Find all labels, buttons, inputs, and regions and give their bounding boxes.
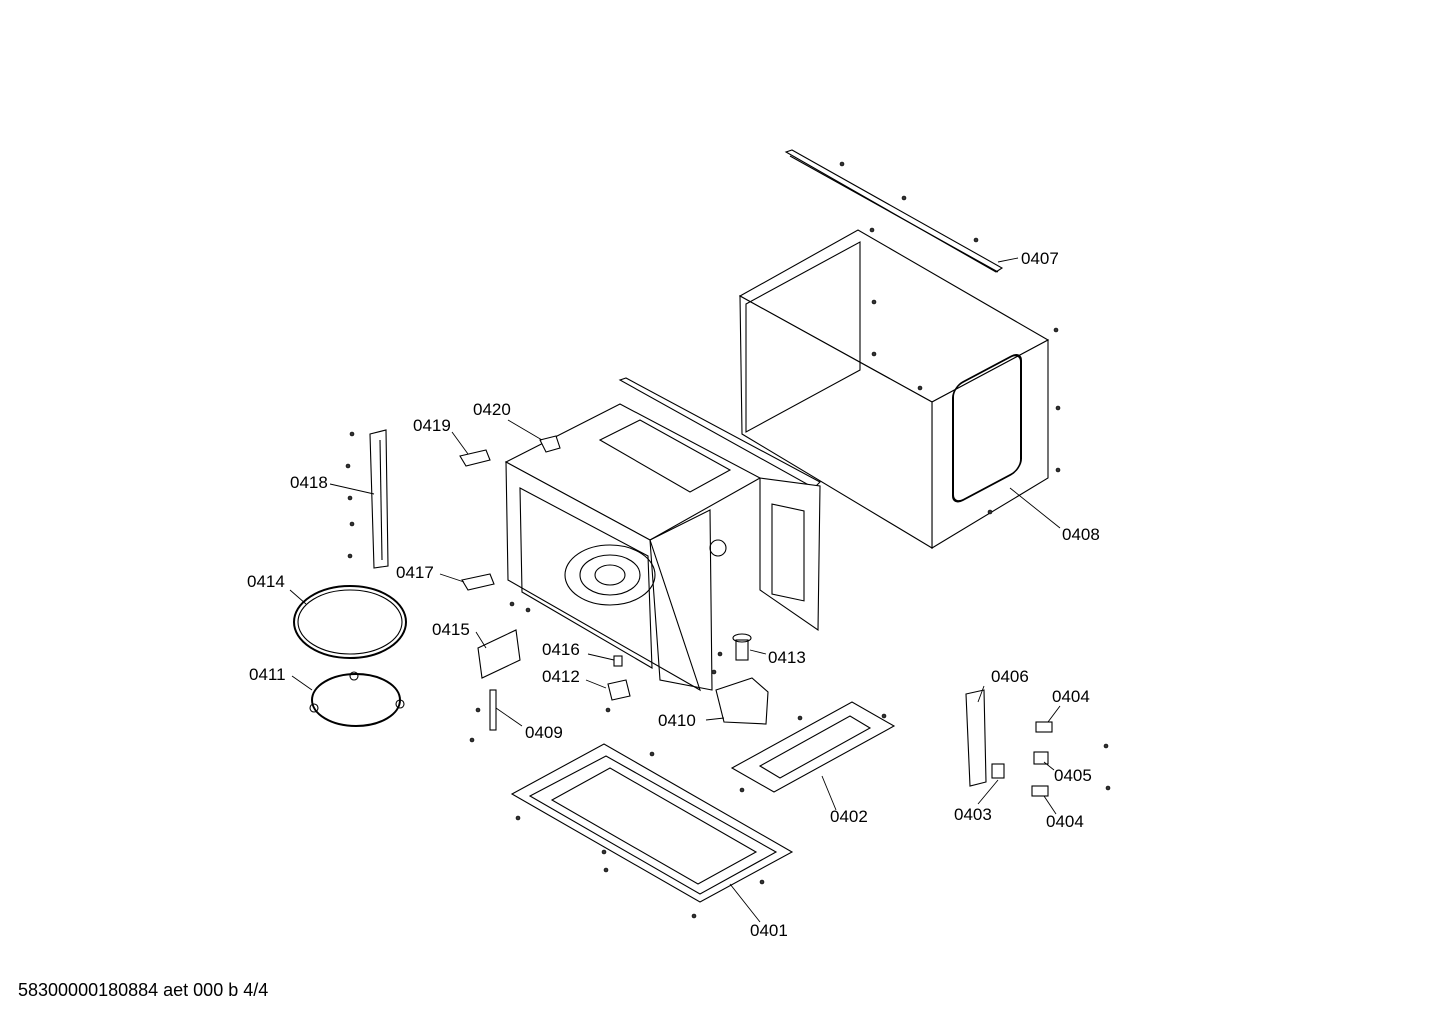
part-0404-switch-bottom <box>1031 785 1057 815</box>
part-0404-switch-top <box>1035 705 1061 733</box>
part-0408-cabinet <box>738 229 1061 549</box>
part-0403-switch <box>977 763 1005 805</box>
label-0408: 0408 <box>1062 525 1100 544</box>
part-0406-holder <box>965 685 987 787</box>
label-0417: 0417 <box>396 563 434 582</box>
part-0419-clip <box>451 431 491 467</box>
label-0403: 0403 <box>954 805 992 824</box>
label-0418: 0418 <box>290 473 328 492</box>
label-0402: 0402 <box>830 807 868 826</box>
label-0420: 0420 <box>473 400 511 419</box>
label-0401: 0401 <box>750 921 788 940</box>
label-0405: 0405 <box>1054 766 1092 785</box>
part-0414-ring <box>289 585 407 659</box>
part-0413-coupler <box>732 633 767 661</box>
label-0419: 0419 <box>413 416 451 435</box>
part-0409-bar <box>489 689 523 731</box>
part-0412-motor <box>585 679 631 701</box>
label-0404-bottom: 0404 <box>1046 812 1084 831</box>
cavity-unit <box>504 377 821 692</box>
label-0413: 0413 <box>768 648 806 667</box>
label-0415: 0415 <box>432 620 470 639</box>
label-0416: 0416 <box>542 640 580 659</box>
label-0406: 0406 <box>991 667 1029 686</box>
label-0410: 0410 <box>658 711 696 730</box>
part-0402-plate <box>730 701 896 811</box>
screws <box>469 161 1111 919</box>
part-0401-tray <box>510 743 794 923</box>
label-0409: 0409 <box>525 723 563 742</box>
label-0404-top: 0404 <box>1052 687 1090 706</box>
label-0414: 0414 <box>247 572 285 591</box>
part-0407-rail <box>784 149 1019 273</box>
part-0415-plate <box>475 629 521 679</box>
label-0412: 0412 <box>542 667 580 686</box>
drawing-number: 58300000180884 aet 000 b 4/4 <box>18 980 269 1000</box>
part-0420-clip <box>507 419 561 453</box>
part-0410-bracket <box>705 677 769 725</box>
part-0418-bracket <box>329 429 389 569</box>
part-0411-roller <box>291 671 405 727</box>
label-0411: 0411 <box>249 665 286 684</box>
part-0417-clip <box>439 573 495 591</box>
part-0416-part <box>587 653 623 667</box>
part-0405-switch <box>1033 751 1055 771</box>
label-0407: 0407 <box>1021 249 1059 268</box>
